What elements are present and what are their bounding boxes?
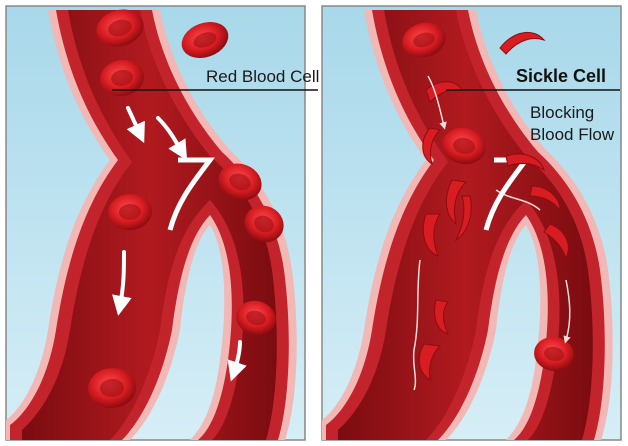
blocking-caption-line1: Blocking xyxy=(530,103,594,122)
panel-sickle: Sickle Cell Blocking Blood Flow xyxy=(322,6,621,440)
red-blood-cell-label: Red Blood Cell xyxy=(206,67,319,86)
sickle-cell-label: Sickle Cell xyxy=(516,66,606,86)
blocking-caption-line2: Blood Flow xyxy=(530,125,615,144)
panel-normal: Red Blood Cell xyxy=(6,4,319,440)
